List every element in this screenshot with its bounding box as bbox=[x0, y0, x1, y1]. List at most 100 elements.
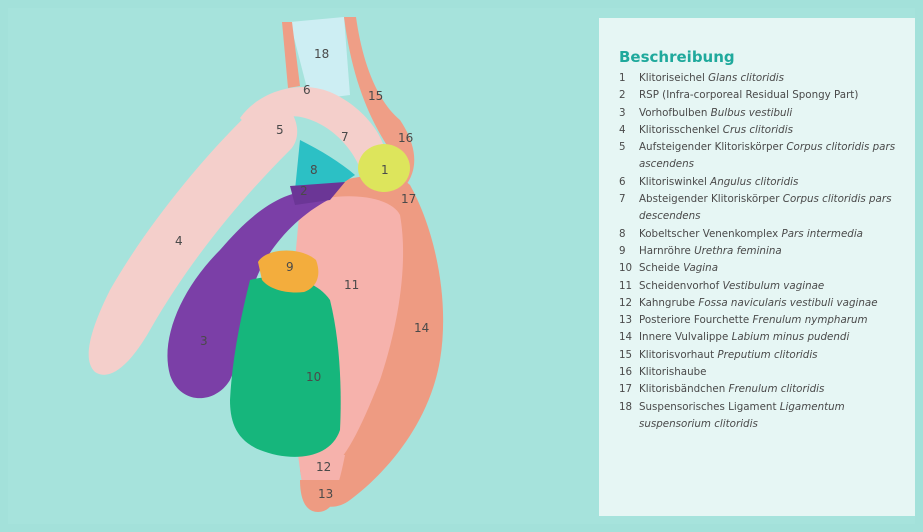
legend-item-number: 17 bbox=[619, 381, 639, 398]
legend-item-label: Klitoriswinkel bbox=[639, 176, 707, 188]
label-13: 13 bbox=[318, 487, 333, 501]
legend-item-text: Absteigender Klitoriskörper Corpus clito… bbox=[639, 191, 905, 226]
legend-item-latin: Angulus clitoridis bbox=[710, 176, 798, 188]
legend-item-label: Suspensorisches Ligament bbox=[639, 401, 776, 413]
label-6: 6 bbox=[303, 83, 311, 97]
legend-item-latin: Frenulum nympharum bbox=[753, 314, 868, 326]
label-10: 10 bbox=[306, 370, 321, 384]
legend-title: Beschreibung bbox=[619, 48, 905, 66]
label-14: 14 bbox=[414, 321, 429, 335]
legend-item-label: Kobeltscher Venenkomplex bbox=[639, 228, 778, 240]
legend-item-text: Kobeltscher Venenkomplex Pars intermedia bbox=[639, 226, 905, 243]
label-8: 8 bbox=[310, 163, 318, 177]
legend-item-latin: Fossa navicularis vestibuli vaginae bbox=[698, 297, 877, 309]
legend-item-label: Aufsteigender Klitoriskörper bbox=[639, 141, 783, 153]
legend-item-latin: Vestibulum vaginae bbox=[723, 280, 825, 292]
legend-item-text: Harnröhre Urethra feminina bbox=[639, 243, 905, 260]
legend-item-label: Posteriore Fourchette bbox=[639, 314, 749, 326]
legend-item-latin: Pars intermedia bbox=[782, 228, 863, 240]
legend-item-number: 16 bbox=[619, 364, 639, 381]
legend-item: 17Klitorisbändchen Frenulum clitoridis bbox=[619, 381, 905, 398]
legend-item-label: Harnröhre bbox=[639, 245, 691, 257]
legend-item-number: 5 bbox=[619, 139, 639, 174]
legend-item-latin: Labium minus pudendi bbox=[732, 331, 850, 343]
legend-item-text: Posteriore Fourchette Frenulum nympharum bbox=[639, 312, 905, 329]
legend-item-text: Scheidenvorhof Vestibulum vaginae bbox=[639, 278, 905, 295]
legend-item-number: 15 bbox=[619, 347, 639, 364]
legend-item-label: Vorhofbulben bbox=[639, 107, 707, 119]
legend-item-latin: Glans clitoridis bbox=[708, 72, 784, 84]
label-17: 17 bbox=[401, 192, 416, 206]
legend-item-latin: Frenulum clitoridis bbox=[729, 383, 825, 395]
legend-item-number: 7 bbox=[619, 191, 639, 226]
legend-item-label: Scheidenvorhof bbox=[639, 280, 719, 292]
legend-item-label: Klitoriseichel bbox=[639, 72, 705, 84]
legend-item-number: 3 bbox=[619, 105, 639, 122]
legend-item-text: Vorhofbulben Bulbus vestibuli bbox=[639, 105, 905, 122]
legend-item-number: 10 bbox=[619, 260, 639, 277]
legend-item-latin: Preputium clitoridis bbox=[717, 349, 817, 361]
legend-item-text: Klitorisschenkel Crus clitoridis bbox=[639, 122, 905, 139]
label-1: 1 bbox=[381, 163, 389, 177]
legend-item-text: RSP (Infra-corporeal Residual Spongy Par… bbox=[639, 87, 905, 104]
legend-item-number: 11 bbox=[619, 278, 639, 295]
legend-item-latin: Crus clitoridis bbox=[723, 124, 793, 136]
legend-item: 2RSP (Infra-corporeal Residual Spongy Pa… bbox=[619, 87, 905, 104]
legend-item-text: Klitoriseichel Glans clitoridis bbox=[639, 70, 905, 87]
legend-item-latin: Urethra feminina bbox=[694, 245, 782, 257]
legend-item-number: 6 bbox=[619, 174, 639, 191]
legend-item-number: 8 bbox=[619, 226, 639, 243]
legend-item-number: 9 bbox=[619, 243, 639, 260]
legend-item-text: Klitorishaube bbox=[639, 364, 905, 381]
anatomy-illustration: 18 6 15 5 7 16 8 1 2 17 4 9 11 14 3 10 1… bbox=[0, 0, 600, 532]
legend-item-number: 1 bbox=[619, 70, 639, 87]
label-2: 2 bbox=[300, 184, 308, 198]
legend-item-number: 18 bbox=[619, 399, 639, 434]
legend-item-text: Aufsteigender Klitoriskörper Corpus clit… bbox=[639, 139, 905, 174]
legend-item-text: Klitoriswinkel Angulus clitoridis bbox=[639, 174, 905, 191]
label-12: 12 bbox=[316, 460, 331, 474]
legend-item-number: 2 bbox=[619, 87, 639, 104]
legend-item-label: Klitorisvorhaut bbox=[639, 349, 714, 361]
legend-item-text: Klitorisbändchen Frenulum clitoridis bbox=[639, 381, 905, 398]
legend-item-text: Suspensorisches Ligament Ligamentum susp… bbox=[639, 399, 905, 434]
legend-list: 1Klitoriseichel Glans clitoridis2RSP (In… bbox=[619, 70, 905, 433]
label-18: 18 bbox=[314, 47, 329, 61]
legend-item-number: 12 bbox=[619, 295, 639, 312]
label-16: 16 bbox=[398, 131, 413, 145]
legend-item-label: Klitorisbändchen bbox=[639, 383, 725, 395]
legend-item-latin: Vagina bbox=[683, 262, 718, 274]
legend-item-number: 14 bbox=[619, 329, 639, 346]
legend-item-text: Scheide Vagina bbox=[639, 260, 905, 277]
label-15: 15 bbox=[368, 89, 383, 103]
label-11: 11 bbox=[344, 278, 359, 292]
legend-item-text: Kahngrube Fossa navicularis vestibuli va… bbox=[639, 295, 905, 312]
label-9: 9 bbox=[286, 260, 294, 274]
legend-item-label: Klitorisschenkel bbox=[639, 124, 719, 136]
legend-item-text: Innere Vulvalippe Labium minus pudendi bbox=[639, 329, 905, 346]
legend-item-number: 4 bbox=[619, 122, 639, 139]
label-7: 7 bbox=[341, 130, 349, 144]
legend-item-label: Absteigender Klitoriskörper bbox=[639, 193, 779, 205]
legend-item-label: Scheide bbox=[639, 262, 680, 274]
legend-item-label: Kahngrube bbox=[639, 297, 695, 309]
legend-item-text: Klitorisvorhaut Preputium clitoridis bbox=[639, 347, 905, 364]
legend-item-label: Klitorishaube bbox=[639, 366, 707, 378]
legend-item: 11Scheidenvorhof Vestibulum vaginae bbox=[619, 278, 905, 295]
region-10-vagina bbox=[230, 277, 341, 457]
label-4: 4 bbox=[175, 234, 183, 248]
